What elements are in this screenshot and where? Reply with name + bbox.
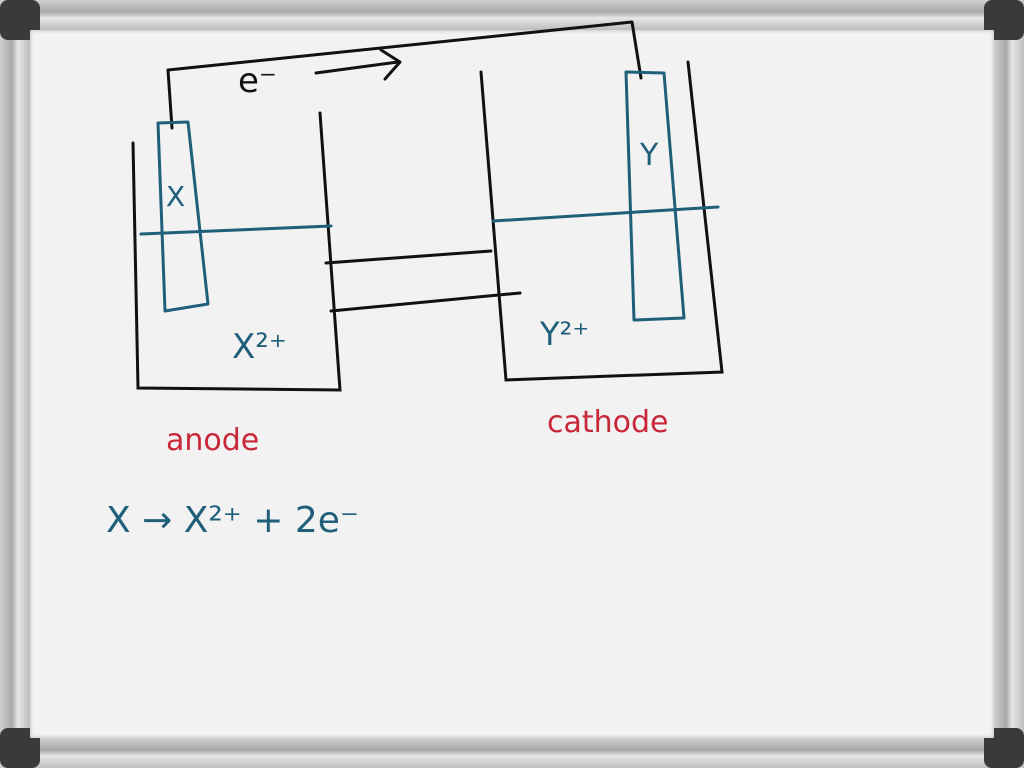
cathode-label: cathode bbox=[547, 405, 669, 440]
cathode-solution-level bbox=[491, 205, 720, 223]
salt-bridge-bottom bbox=[329, 291, 522, 313]
anode-label: anode bbox=[166, 423, 259, 458]
whiteboard-frame-bottom bbox=[0, 738, 1024, 768]
cathode-electrode-label: Y bbox=[639, 138, 659, 173]
anode-solution-level bbox=[139, 224, 333, 236]
salt-bridge-top bbox=[324, 249, 493, 265]
cathode-beaker bbox=[479, 60, 724, 382]
cathode-ion-label: Y²⁺ bbox=[539, 315, 589, 353]
anode-beaker bbox=[131, 111, 342, 392]
external-wire bbox=[166, 20, 643, 130]
electron-flow-label: e⁻ bbox=[238, 61, 277, 101]
half-reaction: X → X²⁺ + 2e⁻ bbox=[106, 500, 359, 541]
whiteboard-frame-top bbox=[0, 0, 1024, 30]
whiteboard-frame-left bbox=[0, 0, 30, 768]
anode-ion-label: X²⁺ bbox=[232, 327, 287, 367]
electron-flow-arrowhead bbox=[379, 48, 402, 81]
cathode-electrode bbox=[624, 70, 686, 322]
anode-electrode bbox=[156, 120, 210, 313]
anode-electrode-label: X bbox=[166, 180, 185, 213]
whiteboard-frame-right bbox=[994, 0, 1024, 768]
electron-flow-arrow bbox=[314, 60, 400, 75]
